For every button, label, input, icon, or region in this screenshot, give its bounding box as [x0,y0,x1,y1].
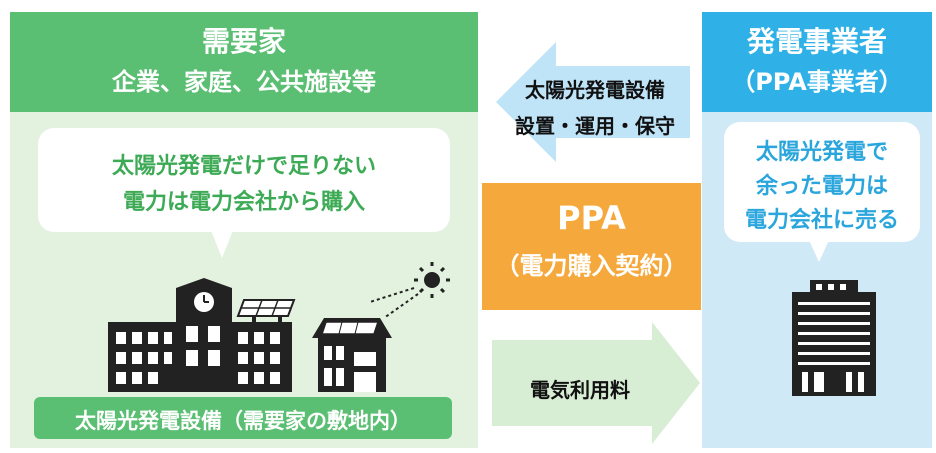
provider-speech-bubble [724,122,920,242]
provider-title: 発電事業者 [746,25,887,58]
office-building-icon [792,280,876,396]
provider-bubble-tail [808,238,830,262]
ppa-box [482,183,701,310]
ppa-subtitle: （電力購入契約） [495,252,688,280]
provider-bubble-text-line1: 太陽光発電で [755,140,888,165]
school-building-icon [108,278,292,392]
facility-label-box [34,397,452,439]
consumer-header [10,12,478,112]
service-label-line1: 太陽光発電設備 [525,78,665,102]
service-arrow [496,42,690,162]
consumer-bubble-tail [210,228,234,258]
consumer-subtitle: 企業、家庭、公共施設等 [112,68,376,96]
consumer-bubble-text-line1: 太陽光発電だけで足りない [111,154,376,179]
consumer-title: 需要家 [201,25,286,58]
sun-icon [369,262,450,319]
fee-label: 電気利用料 [530,378,630,402]
consumer-bubble-text-line2: 電力は電力会社から購入 [122,190,365,215]
solar-panel-icon [236,299,296,324]
provider-subtitle: （PPA事業者） [731,68,903,96]
service-label-line2: 設置・運用・保守 [515,114,675,138]
provider-bubble-text-line3: 電力会社に売る [744,208,899,233]
consumer-speech-bubble [38,128,450,232]
house-icon [312,318,392,392]
fee-arrow [492,322,700,444]
ppa-title: PPA [557,199,626,237]
facility-label: 太陽光発電設備（需要家の敷地内） [75,409,411,433]
provider-header [702,12,932,112]
provider-bubble-text-line2: 余った電力は [755,174,888,199]
